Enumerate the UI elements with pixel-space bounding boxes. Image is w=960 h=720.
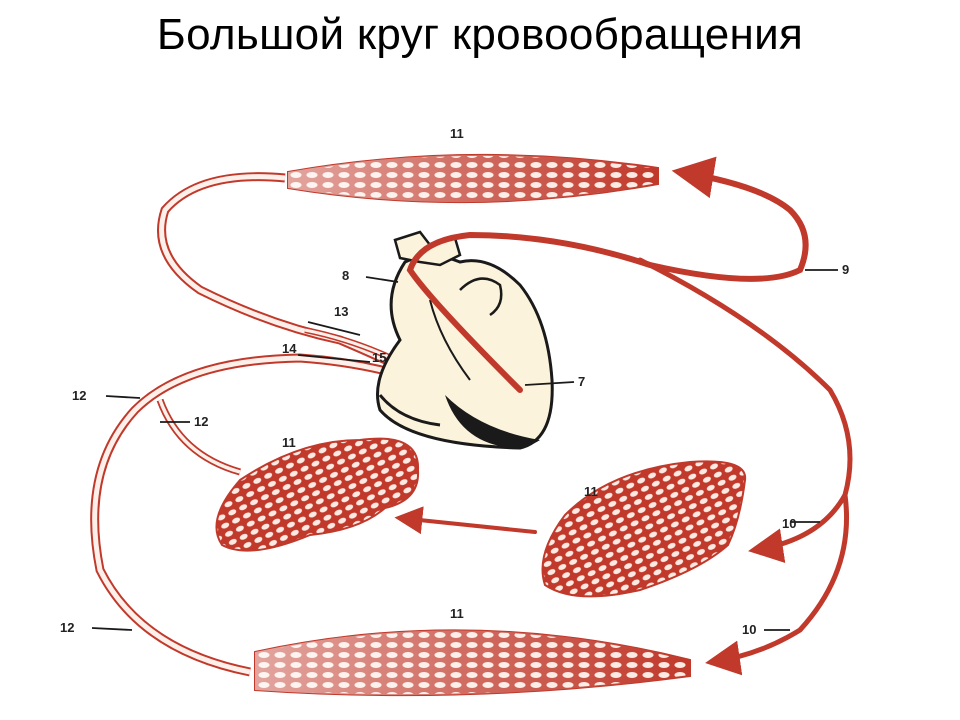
capillary-bed-bottom — [254, 629, 691, 697]
capillary-bed-right — [541, 460, 747, 598]
vein-lower — [90, 353, 483, 677]
heart — [376, 230, 554, 450]
label-11-right: 11 — [584, 484, 598, 499]
capillary-bed-top — [287, 153, 659, 204]
label-12-b: 12 — [194, 414, 208, 429]
aorta — [394, 156, 853, 676]
leader-lines — [91, 269, 838, 631]
label-12-c: 12 — [60, 620, 74, 635]
labels: 11 9 8 13 14 15 7 12 12 11 11 10 10 12 1… — [60, 126, 849, 637]
label-14: 14 — [282, 341, 297, 356]
capillary-bed-left — [215, 437, 420, 552]
label-11-bottom: 11 — [450, 606, 464, 621]
label-11-top: 11 — [450, 126, 464, 141]
slide-title: Большой круг кровообращения — [156, 10, 804, 59]
vein-upper — [157, 172, 473, 405]
label-12-a: 12 — [72, 388, 86, 403]
label-10-a: 10 — [782, 516, 796, 531]
label-10-b: 10 — [742, 622, 756, 637]
label-13: 13 — [334, 304, 348, 319]
label-15: 15 — [372, 350, 386, 365]
label-11-left: 11 — [282, 435, 296, 450]
label-9: 9 — [842, 262, 849, 277]
label-8: 8 — [342, 268, 349, 283]
vein-left-bed — [156, 398, 241, 476]
label-7: 7 — [578, 374, 585, 389]
